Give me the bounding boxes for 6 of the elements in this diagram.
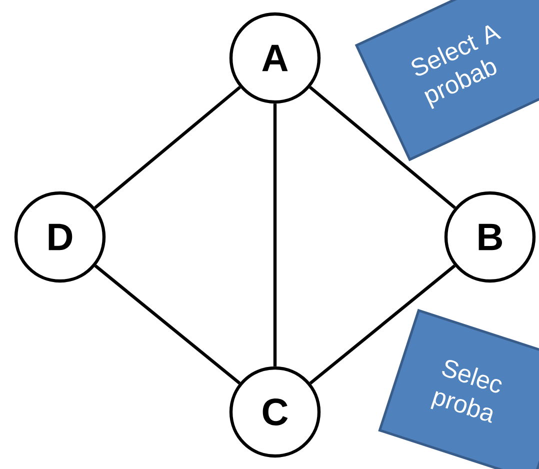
edge-line <box>309 86 456 210</box>
edge-line <box>273 104 277 366</box>
note-box: Selec proba <box>378 308 539 469</box>
edge-line <box>94 86 241 210</box>
edge-line <box>309 264 456 384</box>
edge-line <box>94 264 241 384</box>
